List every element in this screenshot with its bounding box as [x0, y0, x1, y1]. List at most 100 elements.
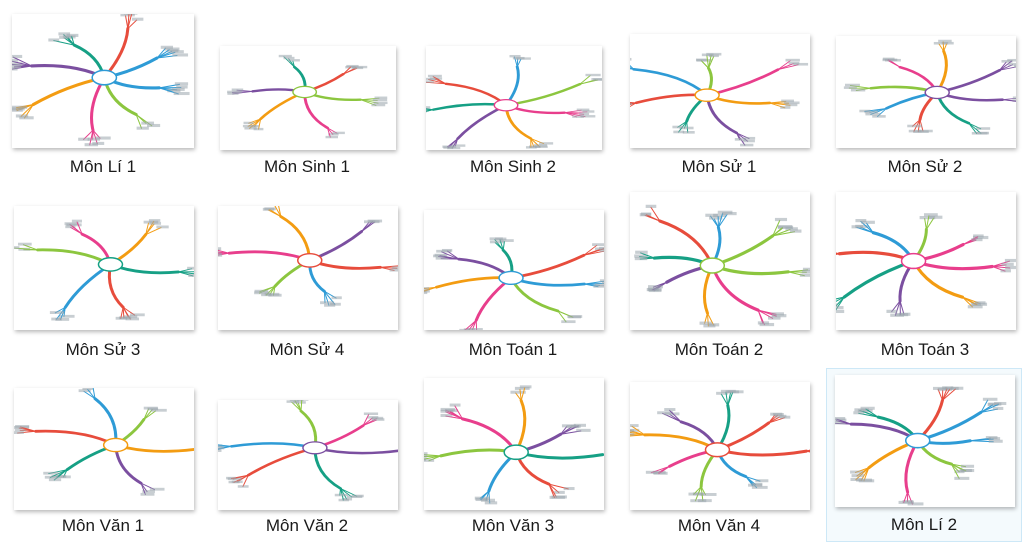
mindmap-leaf-text	[971, 131, 988, 135]
gallery-tile[interactable]: Môn Sử 1	[624, 8, 814, 188]
mindmap-leaf-text	[988, 437, 1001, 441]
mindmap-leaf-text	[570, 424, 581, 428]
mindmap-leaf	[92, 130, 98, 145]
mindmap-leaf-text	[908, 129, 922, 133]
mindmap-leaf-text	[785, 227, 798, 231]
tile-caption: Môn Lí 1	[69, 157, 137, 176]
gallery-tile[interactable]: Môn Lí 1	[8, 8, 198, 188]
mindmap-leaf-text	[440, 413, 453, 417]
mindmap-leaf	[806, 450, 810, 453]
mindmap-leaf	[242, 475, 249, 488]
mindmap-leaf	[942, 388, 951, 401]
mindmap-leaf-text	[634, 254, 649, 258]
gallery-tile[interactable]: Môn Văn 3	[418, 372, 608, 544]
mindmap-drawing	[634, 204, 810, 328]
gallery-tile[interactable]: Môn Văn 1	[8, 372, 198, 544]
mindmap-leaf-text	[372, 98, 388, 102]
mindmap-leaf-text	[389, 268, 398, 272]
mindmap-leaf-text	[884, 58, 901, 62]
mindmap-center-node	[97, 257, 124, 272]
mindmap-center-node	[699, 257, 726, 274]
mindmap-leaf-text	[781, 99, 794, 103]
gallery-tile[interactable]: Môn Sử 4	[212, 190, 402, 370]
mindmap-leaf	[645, 214, 660, 222]
mindmap-leaf-text	[324, 303, 336, 307]
mindmap-leaf	[432, 76, 447, 85]
mindmap-leaf	[943, 43, 948, 52]
mindmap-leaf	[630, 68, 634, 70]
mindmap-leaf-text	[475, 497, 488, 502]
gallery-tile-selected[interactable]: Môn Lí 2	[826, 368, 1022, 542]
mindmap-leaf-text	[593, 284, 604, 288]
mindmap-leaf-text	[160, 45, 174, 49]
mindmap-leaf-text	[727, 390, 744, 394]
gallery-tile[interactable]: Môn Sinh 2	[418, 8, 608, 188]
mindmap-leaf-text	[640, 212, 652, 216]
mindmap-leaf-text	[534, 145, 548, 148]
mindmap-leaf-text	[17, 242, 32, 246]
mindmap-leaf-text	[1012, 96, 1016, 100]
mindmap-leaf-text	[287, 59, 300, 62]
mindmap-leaf-text	[1008, 62, 1016, 66]
mindmap-leaf-text	[850, 477, 863, 481]
mindmap-leaf-text	[141, 121, 155, 125]
mindmap-leaf-text	[757, 321, 770, 325]
gallery-tile[interactable]: Môn Sử 2	[830, 8, 1020, 188]
mindmap-leaf-text	[699, 321, 712, 325]
mindmap-leaf-text	[231, 88, 244, 91]
mindmap-thumbnail	[12, 14, 194, 148]
mindmap-center-node	[493, 99, 519, 112]
mindmap-leaf-text	[243, 121, 254, 125]
gallery-tile[interactable]: Môn Sử 3	[8, 190, 198, 370]
mindmap-leaf-text	[289, 400, 304, 402]
mindmap-leaf	[980, 399, 989, 413]
mindmap-leaf	[560, 426, 568, 435]
mindmap-leaf-text	[780, 106, 791, 109]
mindmap-leaf-text	[242, 124, 257, 128]
mindmap-leaf-text	[12, 107, 25, 111]
gallery-tile[interactable]: Môn Văn 4	[624, 372, 814, 544]
mindmap-leaf-text	[836, 309, 845, 314]
mindmap-leaf-text	[923, 213, 938, 217]
mindmap-leaf-text	[264, 207, 276, 211]
mindmap-leaf-text	[572, 115, 584, 118]
mindmap-leaf	[127, 19, 138, 29]
mindmap-leaf	[836, 296, 845, 302]
mindmap-leaf-text	[12, 54, 23, 59]
mindmap-leaf-text	[898, 500, 914, 504]
mindmap-leaf-text	[973, 234, 984, 238]
mindmap-leaf-text	[882, 57, 895, 61]
mindmap-thumbnail	[14, 388, 194, 510]
mindmap-leaf	[292, 60, 295, 68]
mindmap-leaf-text	[708, 54, 719, 58]
mindmap-leaf	[362, 413, 370, 426]
mindmap-leaf-text	[283, 56, 295, 60]
mindmap-leaf-text	[592, 243, 604, 246]
gallery-tile[interactable]: Môn Toán 2	[624, 190, 814, 370]
mindmap-leaf-text	[630, 424, 639, 428]
mindmap-leaf	[71, 35, 75, 46]
mindmap-center-node	[704, 442, 731, 458]
mindmap-leaf-text	[525, 146, 537, 149]
mindmap-leaf-text	[509, 54, 521, 58]
gallery-tile[interactable]: Môn Toán 1	[418, 190, 608, 370]
mindmap-leaf-text	[12, 105, 28, 109]
mindmap-thumbnail	[218, 206, 398, 330]
gallery-tile[interactable]: Môn Sinh 1	[212, 8, 402, 188]
mindmap-leaf-text	[856, 478, 873, 482]
mindmap-leaf	[426, 108, 434, 111]
gallery-tile[interactable]: Môn Văn 2	[212, 372, 402, 544]
mindmap-leaf-text	[664, 412, 680, 416]
mindmap-leaf-text	[777, 225, 793, 229]
mindmap-leaf-text	[331, 296, 342, 300]
mindmap-leaf	[274, 206, 282, 217]
mindmap-leaf-text	[850, 470, 864, 474]
mindmap-leaf-text	[516, 57, 531, 60]
mindmap-leaf-text	[14, 246, 20, 250]
mindmap-leaf-text	[988, 439, 1003, 443]
mindmap-leaf-text	[150, 408, 167, 412]
gallery-tile[interactable]: Môn Toán 3	[830, 190, 1020, 370]
mindmap-leaf-text	[635, 250, 648, 254]
mindmap-leaf-text	[740, 143, 754, 147]
mindmap-leaf-text	[722, 211, 737, 216]
